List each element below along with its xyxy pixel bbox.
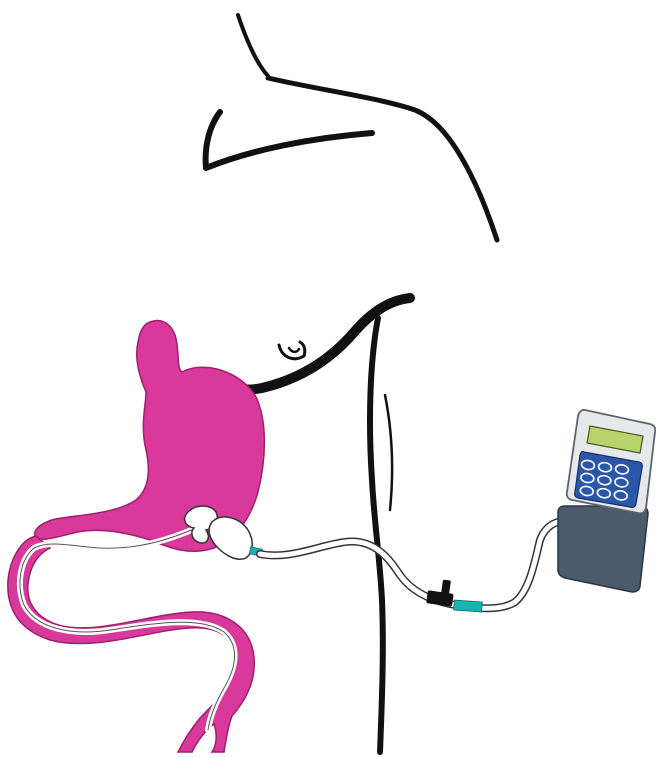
shoulder-line [268,78,497,240]
connector-body [209,517,252,559]
extension-tube [260,520,572,608]
neck-line [238,15,268,76]
small-intestine [8,536,254,752]
torso-side [370,318,383,752]
nipple-dot [289,348,299,352]
stomach [35,321,265,552]
torso-side-inner [385,395,392,510]
collarbone-line [206,112,372,168]
keypad-buttons [580,459,630,501]
feeding-pump [558,410,655,592]
chest-curve [238,298,410,390]
pump-body [558,506,648,592]
roller-clamp [426,580,482,612]
